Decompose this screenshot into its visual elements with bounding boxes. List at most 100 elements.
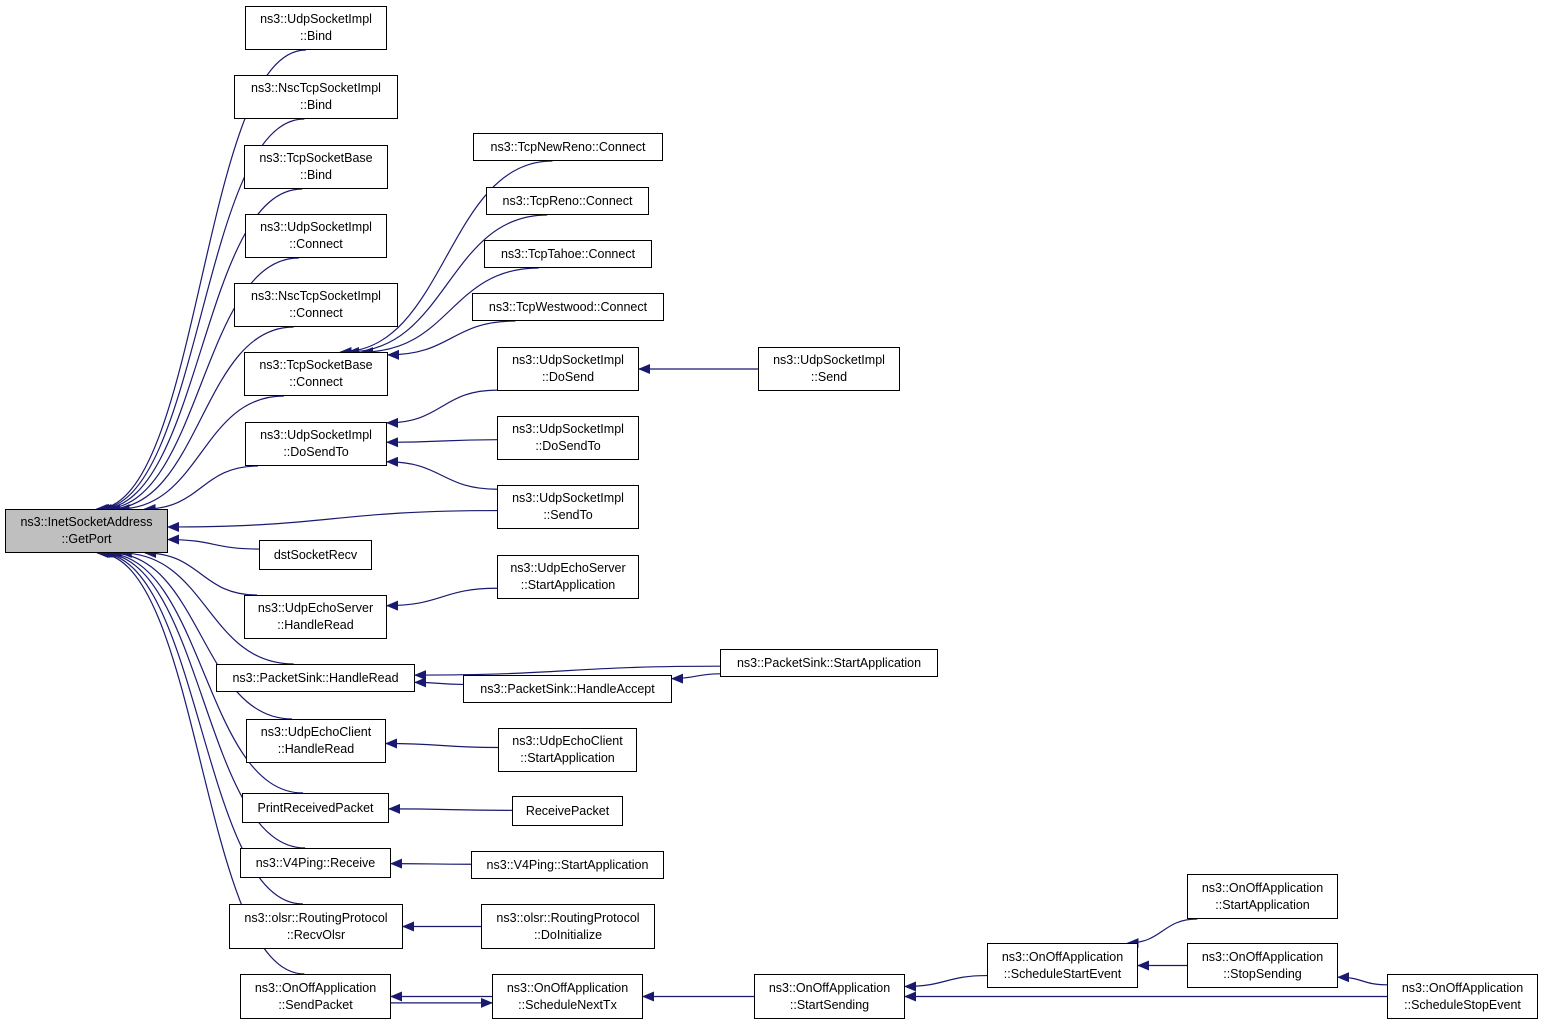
node-label-line2: ::Connect bbox=[289, 237, 343, 251]
edge-nsc_bind-to-root bbox=[97, 118, 305, 514]
node-udpsocketimpl-dosendto-overload[interactable]: ns3::UdpSocketImpl ::DoSendTo bbox=[497, 416, 639, 460]
edge-packetsink_start-to-packetsink_handleaccept bbox=[671, 673, 721, 684]
node-label-line1: ns3::NscTcpSocketImpl bbox=[251, 289, 381, 303]
node-label-line1: PrintReceivedPacket bbox=[257, 800, 374, 815]
node-label-line2: ::DoInitialize bbox=[533, 927, 603, 942]
node-label-line1: ns3::OnOffApplication bbox=[1401, 980, 1524, 995]
node-packetsink-handleread[interactable]: ns3::PacketSink::HandleRead bbox=[216, 664, 415, 692]
node-label-line1: ns3::UdpSocketImpl bbox=[773, 353, 885, 367]
node-udpsocketimpl-bind[interactable]: ns3::UdpSocketImpl ::Bind bbox=[245, 6, 387, 50]
edge-echoclient_start-to-echoclient_handleread bbox=[385, 738, 499, 749]
node-label-line2: ::DoSend bbox=[541, 370, 595, 384]
node-udpechoserver-handleread[interactable]: ns3::UdpEchoServer ::HandleRead bbox=[244, 595, 387, 639]
node-onoffapplication-sendpacket[interactable]: ns3::OnOffApplication ::SendPacket bbox=[240, 974, 391, 1019]
node-tcptahoe-connect[interactable]: ns3::TcpTahoe::Connect bbox=[484, 240, 652, 268]
node-receivepacket[interactable]: ReceivePacket bbox=[512, 796, 623, 826]
node-label-line2: ::DoSendTo bbox=[283, 445, 349, 459]
node-label-line1: ns3::UdpSocketImpl bbox=[512, 422, 624, 436]
node-label-line1: ns3::TcpNewReno::Connect bbox=[490, 139, 646, 154]
node-nsctcpsocketimpl-bind[interactable]: ns3::NscTcpSocketImpl ::Bind bbox=[234, 75, 398, 119]
node-tcpnewreno-connect[interactable]: ns3::TcpNewReno::Connect bbox=[473, 133, 663, 161]
node-onoffapplication-schedulenexttx[interactable]: ns3::OnOffApplication ::ScheduleNextTx bbox=[492, 974, 643, 1019]
node-udpechoclient-startapplication[interactable]: ns3::UdpEchoClient ::StartApplication bbox=[498, 728, 637, 772]
node-label-line2: ::Bind bbox=[300, 98, 332, 112]
node-label-line1: ns3::UdpSocketImpl bbox=[512, 353, 624, 367]
node-tcpsocketbase-connect[interactable]: ns3::TcpSocketBase ::Connect bbox=[244, 352, 388, 396]
edge-dst_socket_recv-to-root bbox=[167, 534, 260, 550]
node-onoffapplication-startsending[interactable]: ns3::OnOffApplication ::StartSending bbox=[754, 974, 905, 1019]
node-v4ping-startapplication[interactable]: ns3::V4Ping::StartApplication bbox=[471, 851, 664, 879]
node-nsctcpsocketimpl-connect[interactable]: ns3::NscTcpSocketImpl ::Connect bbox=[234, 283, 398, 327]
node-label-line2: ::HandleRead bbox=[277, 742, 355, 756]
edge-udp_dosendto2-to-udp_dosendto bbox=[386, 437, 498, 448]
node-label-line1: ns3::OnOffApplication bbox=[1001, 949, 1124, 964]
node-label-line2: ::ScheduleNextTx bbox=[518, 997, 617, 1012]
node-udpsocketimpl-connect[interactable]: ns3::UdpSocketImpl ::Connect bbox=[245, 214, 387, 258]
node-label-line2: ::SendTo bbox=[543, 508, 593, 522]
node-label-line2: ::Bind bbox=[300, 168, 332, 182]
node-label-line2: ::ScheduleStartEvent bbox=[1003, 966, 1122, 981]
edge-udp_connect-to-root bbox=[102, 257, 299, 514]
node-label-line1: ns3::UdpEchoServer bbox=[257, 601, 374, 615]
node-onoffapplication-stopsending[interactable]: ns3::OnOffApplication ::StopSending bbox=[1187, 943, 1338, 988]
node-udpsocketimpl-send[interactable]: ns3::UdpSocketImpl ::Send bbox=[758, 347, 900, 391]
node-dstsocketrecv[interactable]: dstSocketRecv bbox=[259, 540, 372, 570]
node-packetsink-startapplication[interactable]: ns3::PacketSink::StartApplication bbox=[720, 649, 938, 677]
node-label-line1: ns3::OnOffApplication bbox=[1201, 949, 1324, 964]
edge-newreno_connect-to-tcp_connect bbox=[339, 160, 553, 357]
node-label-line1: ns3::OnOffApplication bbox=[1201, 880, 1324, 895]
edge-olsr_recv-to-root bbox=[98, 548, 303, 905]
node-packetsink-handleaccept[interactable]: ns3::PacketSink::HandleAccept bbox=[463, 675, 672, 703]
edge-westwood_connect-to-tcp_connect bbox=[387, 320, 516, 360]
edge-packetsink_start-to-packetsink_handleread bbox=[414, 665, 721, 681]
node-udpsocketimpl-dosendto[interactable]: ns3::UdpSocketImpl ::DoSendTo bbox=[245, 422, 387, 466]
edge-tcp_connect-to-root bbox=[117, 395, 284, 514]
edge-udp_sendto-to-root bbox=[167, 509, 498, 532]
node-label-line1: ns3::UdpSocketImpl bbox=[512, 491, 624, 505]
node-udpsocketimpl-sendto[interactable]: ns3::UdpSocketImpl ::SendTo bbox=[497, 485, 639, 529]
node-label-line1: ns3::UdpEchoClient bbox=[260, 725, 372, 739]
node-onoffapplication-schedulestartevent[interactable]: ns3::OnOffApplication ::ScheduleStartEve… bbox=[987, 943, 1138, 988]
node-onoffapplication-startapplication[interactable]: ns3::OnOffApplication ::StartApplication bbox=[1187, 874, 1338, 919]
node-label-line1: ns3::PacketSink::HandleRead bbox=[232, 670, 399, 685]
node-label-line2: ::StartApplication bbox=[520, 578, 616, 592]
edge-onoff_schedstart-to-onoff_startsending bbox=[904, 974, 988, 992]
edge-packetsink_handleread-to-root bbox=[119, 548, 294, 665]
node-udpsocketimpl-dosend[interactable]: ns3::UdpSocketImpl ::DoSend bbox=[497, 347, 639, 391]
node-tcpsocketbase-bind[interactable]: ns3::TcpSocketBase ::Bind bbox=[244, 145, 388, 189]
node-label-line2: ::StopSending bbox=[1223, 966, 1302, 981]
node-label-line1: ns3::TcpReno::Connect bbox=[502, 193, 633, 208]
node-label-line2: ::DoSendTo bbox=[535, 439, 601, 453]
node-printreceivedpacket[interactable]: PrintReceivedPacket bbox=[242, 793, 389, 823]
node-label-line1: ns3::OnOffApplication bbox=[768, 980, 891, 995]
edge-reno_connect-to-tcp_connect bbox=[346, 214, 548, 357]
node-tcpwestwood-connect[interactable]: ns3::TcpWestwood::Connect bbox=[472, 293, 664, 321]
node-udpechoclient-handleread[interactable]: ns3::UdpEchoClient ::HandleRead bbox=[246, 719, 386, 763]
node-olsr-recvolsr[interactable]: ns3::olsr::RoutingProtocol ::RecvOlsr bbox=[229, 904, 403, 949]
edge-packetsink_handleaccept-to-packetsink_handleread bbox=[414, 677, 464, 688]
node-label-line1: ns3::UdpSocketImpl bbox=[260, 428, 372, 442]
node-label-line1: ns3::PacketSink::StartApplication bbox=[736, 655, 922, 670]
node-label-line2: ::HandleRead bbox=[277, 618, 354, 632]
node-tcpreno-connect[interactable]: ns3::TcpReno::Connect bbox=[486, 187, 649, 215]
edge-udp_dosendto-to-root bbox=[143, 465, 258, 514]
node-label-line2: ::StartApplication bbox=[520, 751, 615, 765]
edge-onoff_schedstop-to-onoff_stopsending bbox=[1337, 972, 1388, 986]
node-olsr-doinitialize[interactable]: ns3::olsr::RoutingProtocol ::DoInitializ… bbox=[481, 904, 655, 949]
edge-echoclient_handleread-to-root bbox=[109, 548, 292, 720]
node-label-line1: ns3::NscTcpSocketImpl bbox=[251, 81, 381, 95]
edge-echoserver_start-to-echoserver_handleread bbox=[386, 587, 498, 611]
node-label-line1: ns3::TcpSocketBase bbox=[259, 358, 373, 372]
edge-group bbox=[95, 49, 1388, 1008]
node-onoffapplication-schedulestopevent[interactable]: ns3::OnOffApplication ::ScheduleStopEven… bbox=[1387, 974, 1538, 1019]
node-label-line2: ::StartSending bbox=[789, 997, 870, 1012]
node-label-line2: ::Bind bbox=[300, 29, 332, 43]
node-label-line2: ::SendPacket bbox=[278, 997, 353, 1012]
node-v4ping-receive[interactable]: ns3::V4Ping::Receive bbox=[240, 848, 391, 878]
node-udpechoserver-startapplication[interactable]: ns3::UdpEchoServer ::StartApplication bbox=[497, 555, 639, 599]
node-label-line1: ns3::OnOffApplication bbox=[254, 980, 377, 995]
node-label-line2: ::GetPort bbox=[61, 532, 112, 546]
node-label-line1: ns3::TcpWestwood::Connect bbox=[488, 299, 648, 314]
